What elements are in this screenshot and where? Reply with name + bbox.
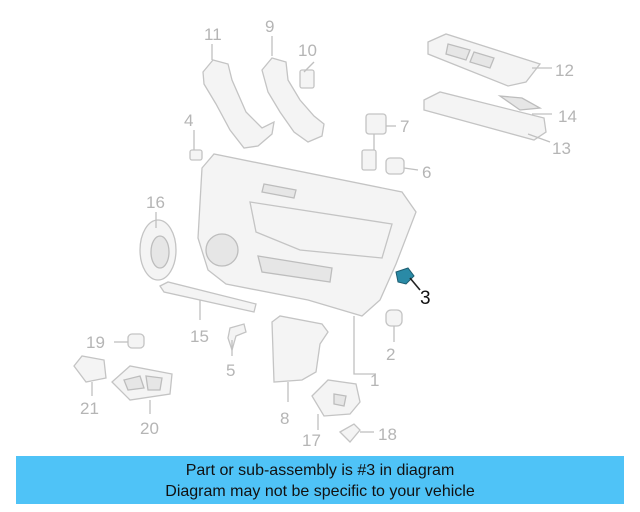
part-1-door-trim-panel[interactable] — [197, 153, 417, 375]
part-4-screw[interactable] — [189, 130, 203, 161]
part-15-seal-strip[interactable] — [159, 281, 257, 320]
callout-20[interactable]: 20 — [140, 419, 159, 438]
banner-line-2: Diagram may not be specific to your vehi… — [165, 483, 475, 500]
callout-18[interactable]: 18 — [378, 425, 397, 444]
callout-9[interactable]: 9 — [265, 17, 274, 36]
part-3-trim-clip[interactable] — [395, 267, 421, 291]
part-10-clip[interactable] — [299, 61, 315, 89]
callout-14[interactable]: 14 — [558, 107, 577, 126]
callout-19[interactable]: 19 — [86, 333, 105, 352]
banner-line-1: Part or sub-assembly is #3 in diagram — [185, 462, 455, 479]
callout-3[interactable]: 3 — [420, 288, 431, 309]
callout-21[interactable]: 21 — [80, 399, 99, 418]
part-6-grommet[interactable] — [385, 157, 419, 175]
callout-1[interactable]: 1 — [370, 371, 379, 390]
part-5-screw[interactable] — [227, 323, 247, 356]
part-8-lower-trim[interactable] — [271, 315, 329, 402]
part-16-speaker[interactable] — [139, 212, 177, 281]
part-13-switch-bracket[interactable] — [423, 91, 552, 143]
part-7-courtesy-lamp[interactable] — [361, 113, 396, 171]
part-18-bulb[interactable] — [338, 423, 374, 443]
part-21-mirror-switch[interactable] — [73, 355, 107, 396]
callout-6[interactable]: 6 — [422, 163, 431, 182]
part-12-switch-panel[interactable] — [427, 33, 552, 87]
callout-12[interactable]: 12 — [555, 61, 574, 80]
part-20-window-switch[interactable] — [111, 365, 173, 414]
part-19-clip[interactable] — [114, 333, 145, 349]
part-2-plug[interactable] — [385, 309, 403, 342]
callout-2[interactable]: 2 — [386, 345, 395, 364]
part-17-switch-housing[interactable] — [311, 379, 361, 430]
callout-7[interactable]: 7 — [400, 117, 409, 136]
info-banner: Part or sub-assembly is #3 in diagram Di… — [16, 456, 624, 504]
callout-17[interactable]: 17 — [302, 431, 321, 450]
callout-4[interactable]: 4 — [184, 111, 193, 130]
callout-16[interactable]: 16 — [146, 193, 165, 212]
callout-10[interactable]: 10 — [298, 41, 317, 60]
callout-11[interactable]: 11 — [204, 25, 222, 44]
part-9-pull-handle[interactable] — [261, 36, 325, 143]
callout-13[interactable]: 13 — [552, 139, 571, 158]
callout-15[interactable]: 15 — [190, 327, 209, 346]
callout-5[interactable]: 5 — [226, 361, 235, 380]
part-11-grab-handle[interactable] — [202, 44, 275, 149]
callout-8[interactable]: 8 — [280, 409, 289, 428]
